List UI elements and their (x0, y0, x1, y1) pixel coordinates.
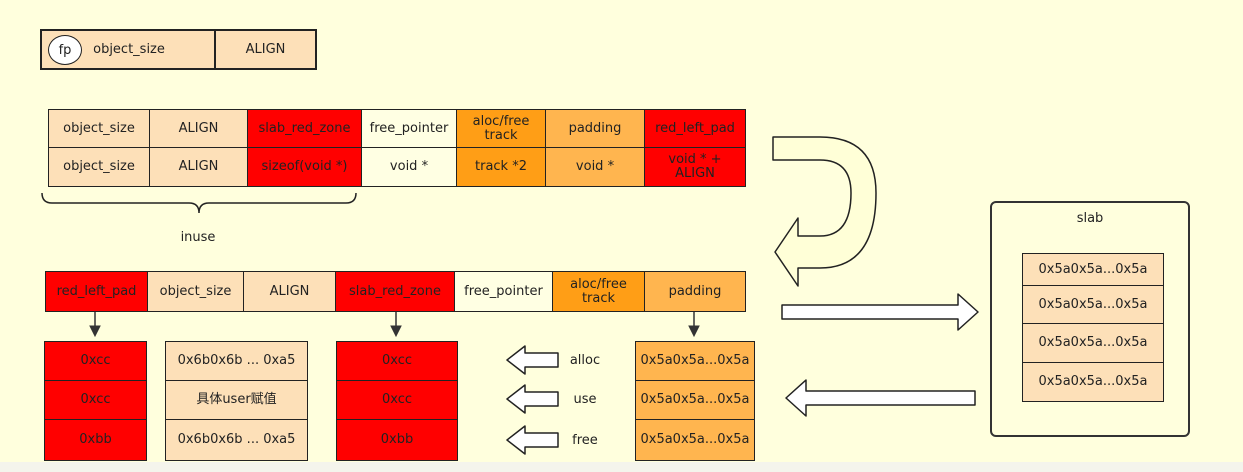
bottom-strip (0, 462, 1243, 472)
free-pointer-circle: fp (48, 35, 82, 65)
state-label-use: use (573, 392, 597, 407)
slab-object: 0x5a0x5a...0x5a (1022, 253, 1164, 286)
slab-title: slab (1076, 211, 1104, 226)
inuse-brace (41, 192, 357, 214)
red-left-pad-value-alloc: 0xcc (44, 341, 147, 381)
legend-object-size: object_size (93, 42, 165, 57)
layout-cell-red-zone-type: sizeof(void *) (247, 147, 362, 187)
slab-panel (990, 201, 1190, 437)
down-arrow-icons (89, 312, 700, 338)
inuse-label: inuse (180, 230, 216, 245)
layout-cell-track-type: track *2 (456, 147, 546, 187)
layout-cell-red-left-pad: red_left_pad (644, 109, 746, 148)
from-slab-arrow-icon (785, 379, 976, 417)
object-cell-alloc-free-track: aloc/free track (552, 271, 645, 312)
object-cell-slab-red-zone: slab_red_zone (335, 271, 455, 312)
padding-value-free: 0x5a0x5a...0x5a (635, 419, 755, 461)
legend-align: ALIGN (214, 29, 317, 70)
layout-cell-free-pointer: free_pointer (361, 109, 457, 148)
state-arrow-icons (506, 345, 559, 455)
state-label-alloc: alloc (569, 353, 601, 368)
red-zone-value-free: 0xbb (336, 419, 458, 461)
layout-cell-alloc-free-track: aloc/free track (456, 109, 546, 148)
layout-cell-slab-red-zone: slab_red_zone (247, 109, 362, 148)
object-cell-align: ALIGN (243, 271, 336, 312)
object-size-value-free: 0x6b0x6b ... 0xa5 (165, 419, 308, 461)
object-cell-object-size: object_size (147, 271, 244, 312)
object-cell-red-left-pad: red_left_pad (45, 271, 148, 312)
state-label-free: free (572, 433, 598, 448)
layout-cell-padding-type: void * (545, 147, 645, 187)
u-turn-arrow (772, 136, 877, 287)
object-cell-padding: padding (644, 271, 746, 312)
padding-value-use: 0x5a0x5a...0x5a (635, 380, 755, 420)
layout-cell-align: ALIGN (149, 109, 248, 148)
red-zone-value-alloc: 0xcc (336, 341, 458, 381)
object-size-value-use: 具体user赋值 (165, 380, 308, 420)
layout-cell-align-type: ALIGN (149, 147, 248, 187)
red-left-pad-value-use: 0xcc (44, 380, 147, 420)
red-left-pad-value-free: 0xbb (44, 419, 147, 461)
layout-cell-red-left-pad-type: void * + ALIGN (644, 147, 746, 187)
object-size-value-alloc: 0x6b0x6b ... 0xa5 (165, 341, 308, 381)
slab-object: 0x5a0x5a...0x5a (1022, 323, 1164, 363)
to-slab-arrow-icon (781, 293, 979, 331)
slab-object: 0x5a0x5a...0x5a (1022, 362, 1164, 402)
layout-cell-object-size-type: object_size (48, 147, 150, 187)
